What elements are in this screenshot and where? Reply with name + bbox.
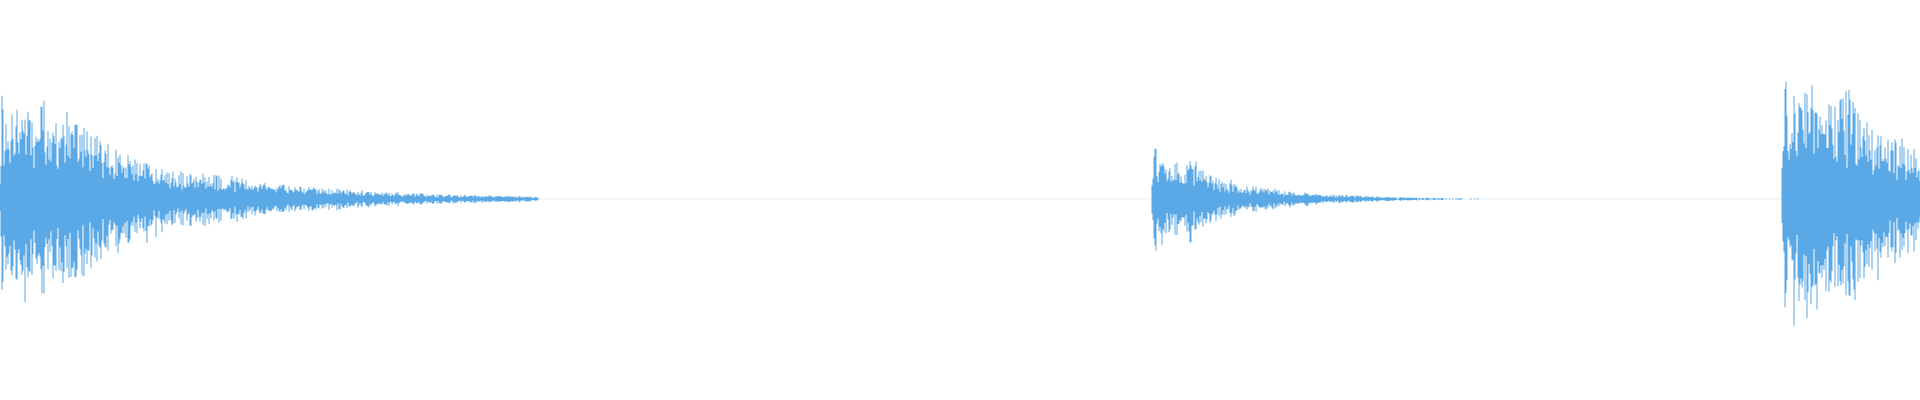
waveform-burst bbox=[1781, 81, 1920, 326]
waveform-bursts bbox=[0, 81, 1920, 326]
waveform-burst bbox=[0, 95, 539, 303]
waveform-burst bbox=[1151, 148, 1479, 251]
